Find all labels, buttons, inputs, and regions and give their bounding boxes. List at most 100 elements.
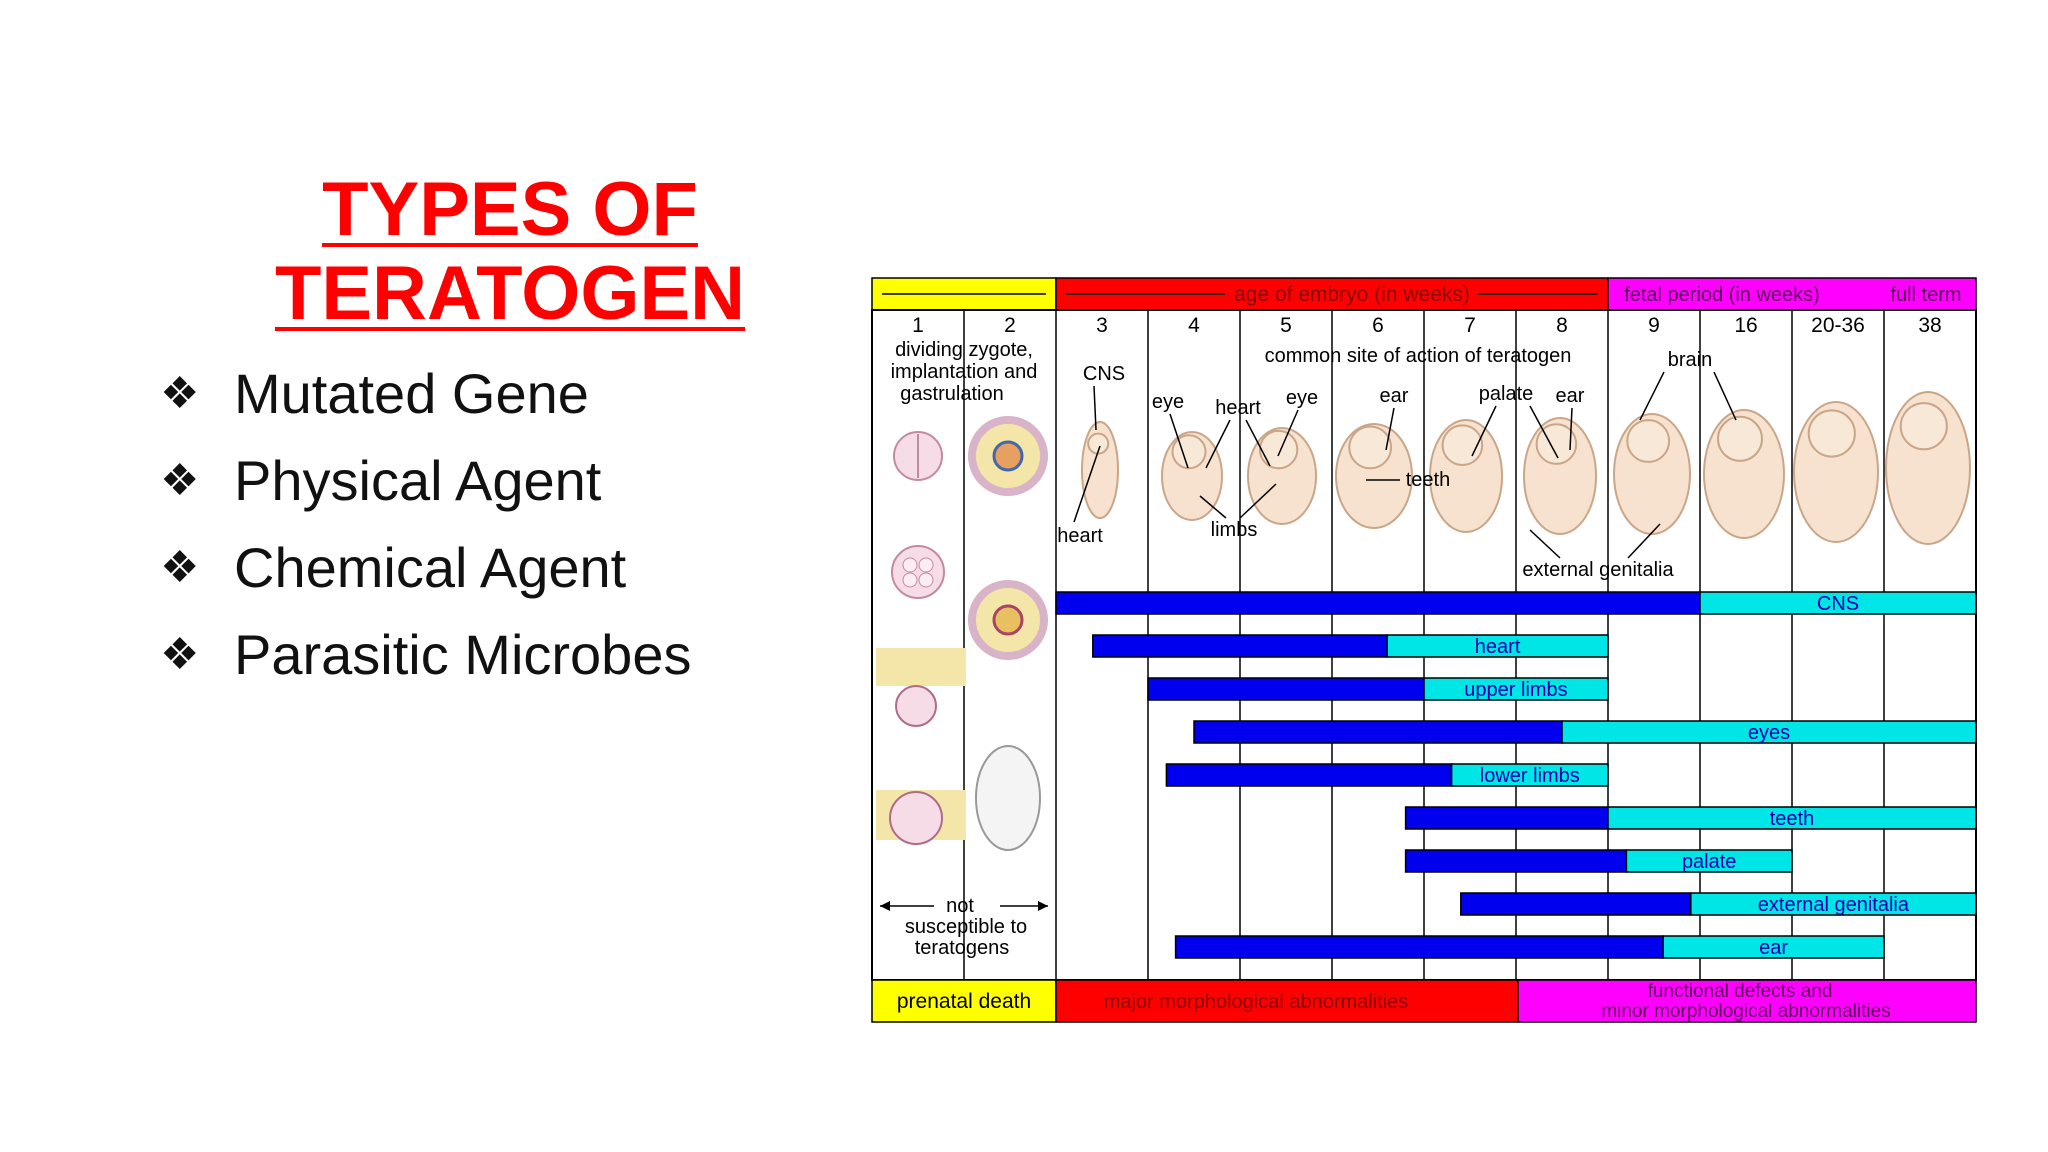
anatomy-label-eye: eye xyxy=(1286,387,1318,409)
bar-label: heart xyxy=(1475,636,1521,658)
anatomy-label-heart: heart xyxy=(1057,525,1103,547)
week-label: 1 xyxy=(912,314,924,337)
anatomy-label-eye: eye xyxy=(1152,391,1184,413)
sensitivity-bars: CNS heart upper limbs eyes lower limbs teeth p… xyxy=(1055,591,1977,959)
sensitivity-bar: ear xyxy=(1174,935,1885,959)
minor-sensitivity-segment xyxy=(1607,806,1977,830)
embryo-figure xyxy=(1335,423,1413,529)
minor-sensitivity-segment xyxy=(1386,634,1609,658)
anatomy-label-ear: ear xyxy=(1380,385,1409,407)
bar-label: eyes xyxy=(1748,722,1790,744)
footer-functional-band xyxy=(1517,979,1977,1023)
not-susceptible-line-1: not xyxy=(946,895,974,917)
teratogen-types-list: ❖ Mutated Gene ❖ Physical Agent ❖ Chemical … xyxy=(160,350,691,698)
sensitivity-bar: upper limbs xyxy=(1147,677,1609,701)
list-item-label: Parasitic Microbes xyxy=(234,623,692,686)
week-label: 20-36 xyxy=(1811,314,1865,337)
list-item: ❖ Physical Agent xyxy=(160,437,691,524)
embryo-figure xyxy=(1081,421,1119,519)
header-embryo-label: age of embryo (in weeks) xyxy=(1234,283,1470,306)
footer-functional-label-line-1: functional defects and xyxy=(1648,981,1833,1002)
early-stage-label-line-1: dividing zygote, xyxy=(895,339,1033,361)
four-diamond-bullet-icon: ❖ xyxy=(160,630,200,679)
week-label: 9 xyxy=(1648,314,1660,337)
embryo-figure xyxy=(1703,409,1785,539)
embryo-figure xyxy=(1885,391,1971,545)
minor-sensitivity-segment xyxy=(1561,720,1977,744)
week-label: 8 xyxy=(1556,314,1568,337)
major-sensitivity-segment xyxy=(1174,935,1664,959)
major-sensitivity-segment xyxy=(1404,849,1628,873)
week-label: 38 xyxy=(1918,314,1941,337)
header-fetal-label: fetal period (in weeks) xyxy=(1624,284,1820,306)
bar-label: lower limbs xyxy=(1480,765,1580,787)
slide-title: TYPES OF TERATOGEN xyxy=(200,168,820,336)
anatomy-label-palate: palate xyxy=(1479,383,1534,405)
week-label: 4 xyxy=(1188,314,1200,337)
footer-prenatal-death-label: prenatal death xyxy=(897,990,1031,1013)
not-susceptible-note: not susceptible to teratogens xyxy=(880,895,1048,959)
minor-sensitivity-segment xyxy=(1625,849,1793,873)
list-item-label: Chemical Agent xyxy=(234,536,627,599)
bar-label: teeth xyxy=(1770,808,1814,830)
early-embryo-illustrations xyxy=(876,416,1048,851)
minor-sensitivity-segment xyxy=(1450,763,1609,787)
embryo-figure xyxy=(1247,427,1317,525)
major-sensitivity-segment xyxy=(1193,720,1563,744)
four-diamond-bullet-icon: ❖ xyxy=(160,456,200,505)
minor-sensitivity-segment xyxy=(1699,591,1977,615)
major-sensitivity-segment xyxy=(1055,591,1701,615)
bar-label: upper limbs xyxy=(1464,679,1567,701)
week-label: 2 xyxy=(1004,314,1016,337)
embryo-figure xyxy=(1161,431,1223,521)
sensitivity-bar: lower limbs xyxy=(1165,763,1609,787)
common-site-label: common site of action of teratogen xyxy=(1265,345,1572,367)
anatomy-leader-lines xyxy=(1073,371,1737,559)
embryo-figure xyxy=(1793,401,1879,543)
embryo-illustrations xyxy=(1081,391,1971,545)
anatomy-label-heart: heart xyxy=(1215,397,1261,419)
week-label: 3 xyxy=(1096,314,1108,337)
embryo-figure xyxy=(1523,417,1597,535)
footer-prenatal-death-band xyxy=(871,979,1057,1023)
bar-label: external genitalia xyxy=(1758,894,1910,916)
list-item-label: Physical Agent xyxy=(234,449,602,512)
list-item-label: Mutated Gene xyxy=(234,362,589,425)
four-diamond-bullet-icon: ❖ xyxy=(160,369,200,418)
major-sensitivity-segment xyxy=(1460,892,1692,916)
anatomy-label-limbs: limbs xyxy=(1211,519,1258,541)
anatomy-label-external-genitalia: external genitalia xyxy=(1522,559,1674,581)
minor-sensitivity-segment xyxy=(1662,935,1885,959)
header-full-term-label: full term xyxy=(1890,284,1961,306)
major-sensitivity-segment xyxy=(1092,634,1388,658)
early-stage-label-line-3: gastrulation xyxy=(900,383,1003,405)
sensitivity-bar: external genitalia xyxy=(1460,892,1977,916)
week-label: 5 xyxy=(1280,314,1292,337)
sensitivity-bar: palate xyxy=(1404,849,1793,873)
bar-label: ear xyxy=(1759,937,1788,959)
major-sensitivity-segment xyxy=(1404,806,1609,830)
anatomy-label-ear: ear xyxy=(1556,385,1585,407)
week-label: 7 xyxy=(1464,314,1476,337)
anatomy-label-cns: CNS xyxy=(1083,363,1125,385)
list-item: ❖ Mutated Gene xyxy=(160,350,691,437)
sensitivity-bar: eyes xyxy=(1193,720,1977,744)
bar-label: CNS xyxy=(1817,593,1859,615)
week-label: 16 xyxy=(1734,314,1757,337)
slide-title-line-2: TERATOGEN xyxy=(274,251,746,336)
early-stage-label-line-2: implantation and xyxy=(891,361,1038,383)
four-diamond-bullet-icon: ❖ xyxy=(160,543,200,592)
major-sensitivity-segment xyxy=(1165,763,1453,787)
not-susceptible-line-3: teratogens xyxy=(915,937,1010,959)
footer-major-label: major morphological abnormalities xyxy=(1104,991,1409,1013)
major-sensitivity-segment xyxy=(1147,677,1425,701)
not-susceptible-line-2: susceptible to xyxy=(905,916,1027,938)
embryo-figure xyxy=(1613,413,1691,535)
sensitivity-bar: teeth xyxy=(1404,806,1977,830)
slide-title-line-1: TYPES OF xyxy=(322,167,698,252)
anatomy-label-teeth: teeth xyxy=(1406,469,1450,491)
minor-sensitivity-segment xyxy=(1690,892,1977,916)
list-item: ❖ Chemical Agent xyxy=(160,524,691,611)
